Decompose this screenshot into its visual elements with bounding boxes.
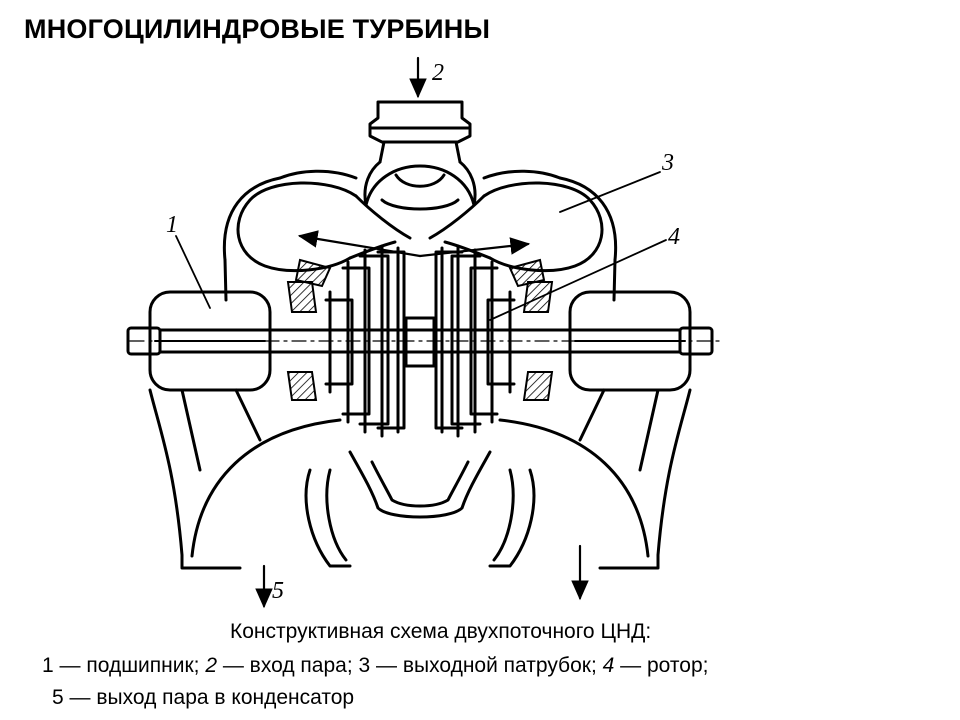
caption-part: — ротор;	[614, 654, 709, 677]
turbine-diagram: 1 2 3 4 5	[126, 56, 721, 609]
callout-leaders	[175, 171, 667, 321]
caption-line-1: Конструктивная схема двухпоточного ЦНД:	[230, 620, 652, 643]
outer-casing	[148, 258, 692, 570]
callout-1: 1	[166, 212, 178, 238]
page-title: МНОГОЦИЛИНДРОВЫЕ ТУРБИНЫ	[24, 14, 491, 44]
inlet-chamber	[364, 164, 476, 211]
seal-glands	[286, 258, 554, 401]
callout-5: 5	[272, 578, 284, 604]
caption-line-2: 1 — подшипник; 2 — вход пара; 3 — выходн…	[42, 650, 708, 681]
caption-line-3: 5 — выход пара в конденсатор	[52, 686, 355, 709]
exhaust-ducts-lower	[304, 450, 536, 568]
caption-part: 1 — подшипник;	[42, 654, 206, 677]
caption-part-italic: 4	[602, 654, 615, 677]
caption-part: — вход пара; 3 — выходной патрубок;	[217, 654, 603, 677]
callout-2: 2	[432, 60, 444, 86]
caption-part-italic: 2	[205, 654, 218, 677]
callout-3: 3	[661, 150, 674, 176]
steam-flow-arrows	[255, 56, 589, 609]
rotor-central-disc	[404, 316, 436, 368]
callout-4: 4	[668, 224, 680, 250]
steam-inlet-nozzle	[363, 100, 477, 207]
